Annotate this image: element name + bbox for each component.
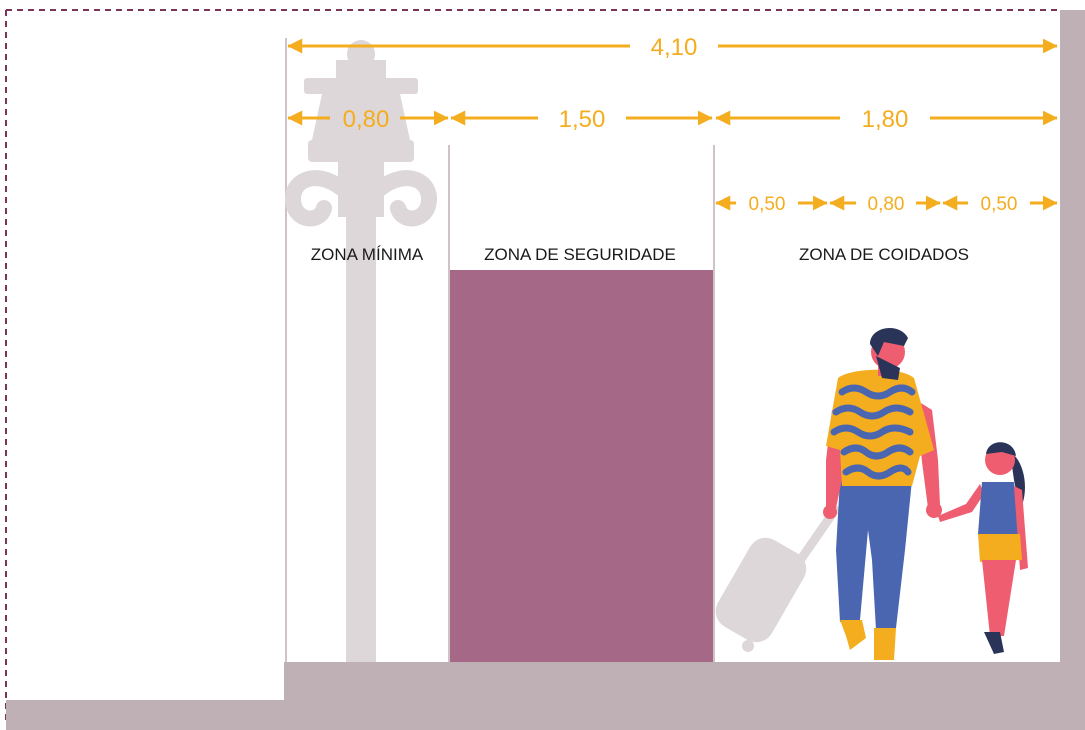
dimension-care-middle-label: 0,80: [868, 194, 905, 215]
safety-zone-block: [450, 270, 713, 662]
zone-safety-label: ZONA DE SEGURIDADE: [484, 245, 676, 264]
building-wall: [1060, 10, 1085, 730]
dashed-border: [5, 9, 1060, 720]
dimension-care-left-label: 0,50: [749, 194, 786, 215]
zone-minimum-label: ZONA MÍNIMA: [311, 245, 424, 264]
dimension-care-label: 1,80: [862, 106, 909, 133]
dimension-total-label: 4,10: [651, 34, 698, 61]
dimension-minimum-label: 0,80: [343, 106, 390, 133]
zone-care-label: ZONA DE COIDADOS: [799, 245, 969, 264]
dimension-safety-label: 1,50: [559, 106, 606, 133]
dimension-care-right-label: 0,50: [981, 194, 1018, 215]
child-figure-icon: [938, 442, 1028, 654]
sidewalk-ground: [284, 662, 1085, 730]
suitcase-icon: [715, 505, 840, 652]
father-figure-icon: [823, 327, 942, 660]
street-lamp-icon: [285, 40, 437, 662]
